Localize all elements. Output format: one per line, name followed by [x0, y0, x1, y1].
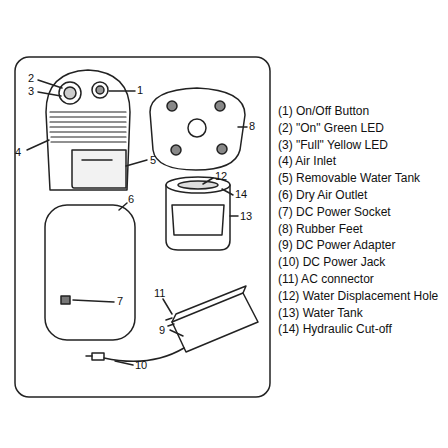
parts-list-item: (1) On/Off Button [278, 105, 369, 119]
callout-number: 6 [128, 193, 134, 206]
parts-list-item: (4) Air Inlet [278, 155, 336, 169]
parts-list-item: (2) "On" Green LED [278, 122, 384, 136]
callout-number: 4 [15, 146, 21, 159]
parts-list-item: (10) DC Power Jack [278, 256, 385, 270]
callout-number: 3 [28, 85, 34, 98]
callout-number: 14 [235, 188, 247, 201]
callout-number: 9 [159, 324, 165, 337]
frame [15, 57, 270, 397]
callout-number: 1 [137, 84, 143, 97]
callout-number: 13 [240, 210, 252, 223]
parts-list-item: (13) Water Tank [278, 307, 363, 321]
parts-list-item: (3) "Full" Yellow LED [278, 139, 388, 153]
callout-number: 2 [28, 72, 34, 85]
callout-number: 10 [135, 359, 147, 372]
callout-number: 7 [117, 295, 123, 308]
parts-list-item: (9) DC Power Adapter [278, 239, 395, 253]
parts-list-item: (12) Water Displacement Hole [278, 290, 438, 304]
parts-list-item: (8) Rubber Feet [278, 223, 363, 237]
callout-number: 5 [150, 154, 156, 167]
parts-list-item: (6) Dry Air Outlet [278, 189, 367, 203]
bottom-view [150, 88, 247, 170]
parts-list-item: (14) Hydraulic Cut-off [278, 323, 392, 337]
front-view [27, 70, 147, 190]
callout-number: 11 [154, 287, 165, 300]
water-tank [166, 177, 238, 250]
power-adapter [86, 286, 258, 365]
callout-number: 8 [249, 120, 255, 133]
parts-list-item: (11) AC connector [278, 273, 374, 287]
callout-number: 12 [215, 170, 227, 183]
parts-list-item: (7) DC Power Socket [278, 206, 391, 220]
back-view [45, 203, 135, 340]
parts-list-item: (5) Removable Water Tank [278, 172, 420, 186]
